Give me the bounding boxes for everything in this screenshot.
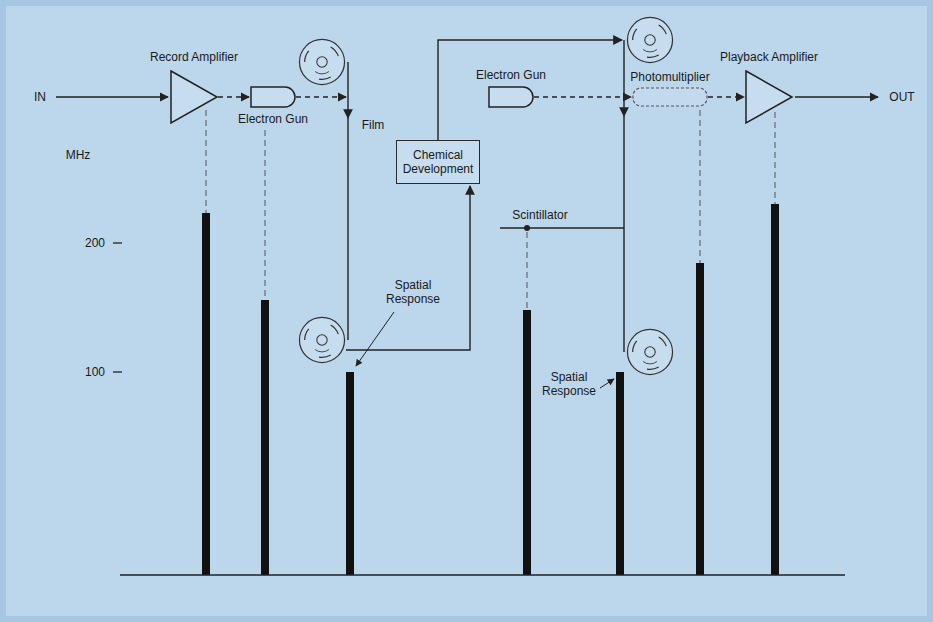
amplifier-symbol-outline [170,70,218,124]
electron-gun: Electron Gun [228,86,318,128]
box-label: Chemical Development [397,148,479,177]
signal-connector [708,96,744,97]
process-box: Chemical Development [396,140,480,184]
signal-connector [534,96,631,97]
component-label: Electron Gun [228,112,318,126]
part-label: Film [356,118,390,132]
signal-connector [218,96,249,97]
frame [3,3,930,619]
bandwidth-bars [202,204,779,575]
axis-unit: MHz [58,148,98,162]
component-label: Photomultiplier [618,70,722,84]
part-label: Scintillator [500,208,580,222]
film-reels [299,17,672,374]
axis-tick-label: 200 [80,236,110,250]
electron-gun-outline [250,86,296,108]
callout-label: Spatial Response [380,278,446,307]
component-label: Playback Amplifier [704,50,834,64]
chart-axis [113,243,845,575]
signal-label: IN [26,90,54,104]
photomultiplier-tube-outline [632,87,708,107]
axis-tick-label: 100 [80,365,110,379]
amplifier-symbol: Playback Amplifier [704,50,834,124]
scintillator-plate [500,225,624,231]
film-path [346,40,624,352]
callout-label: Spatial Response [536,370,602,399]
amplifier-symbol: Record Amplifier [134,50,254,124]
photomultiplier-tube: Photomultiplier [618,70,722,107]
leader-lines [206,110,775,310]
component-label: Electron Gun [466,68,556,82]
electron-gun: Electron Gun [466,68,556,108]
electron-gun-outline [488,86,534,108]
component-label: Record Amplifier [134,50,254,64]
signal-label: OUT [882,90,922,104]
amplifier-symbol-outline [745,70,793,124]
